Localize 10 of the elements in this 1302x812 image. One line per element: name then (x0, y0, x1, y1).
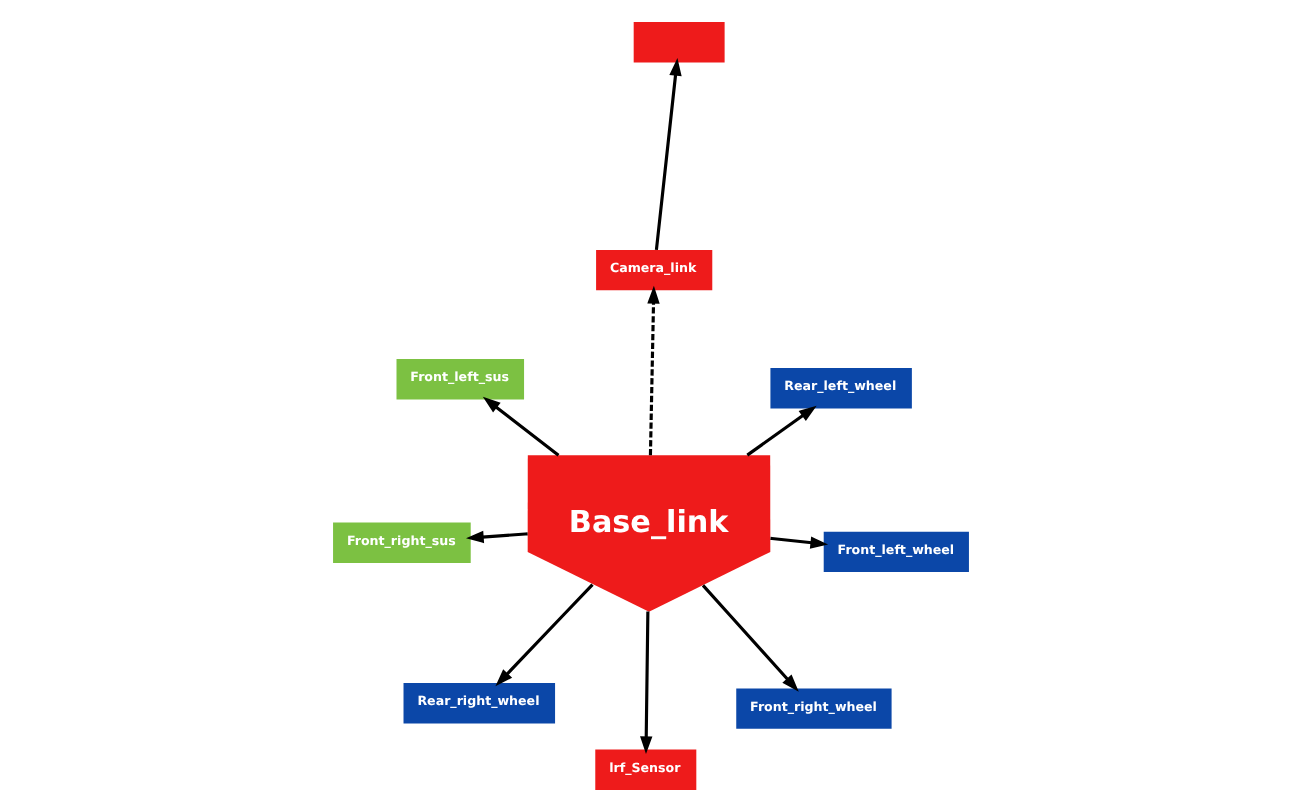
arrow (466, 530, 528, 544)
arrow (495, 583, 594, 687)
arrow (654, 58, 682, 251)
arrow (482, 396, 560, 457)
node-box (633, 22, 725, 63)
arrow (701, 584, 799, 692)
arrow (647, 285, 660, 456)
arrow (640, 611, 653, 755)
arrow (770, 536, 829, 549)
arrow (746, 405, 817, 457)
